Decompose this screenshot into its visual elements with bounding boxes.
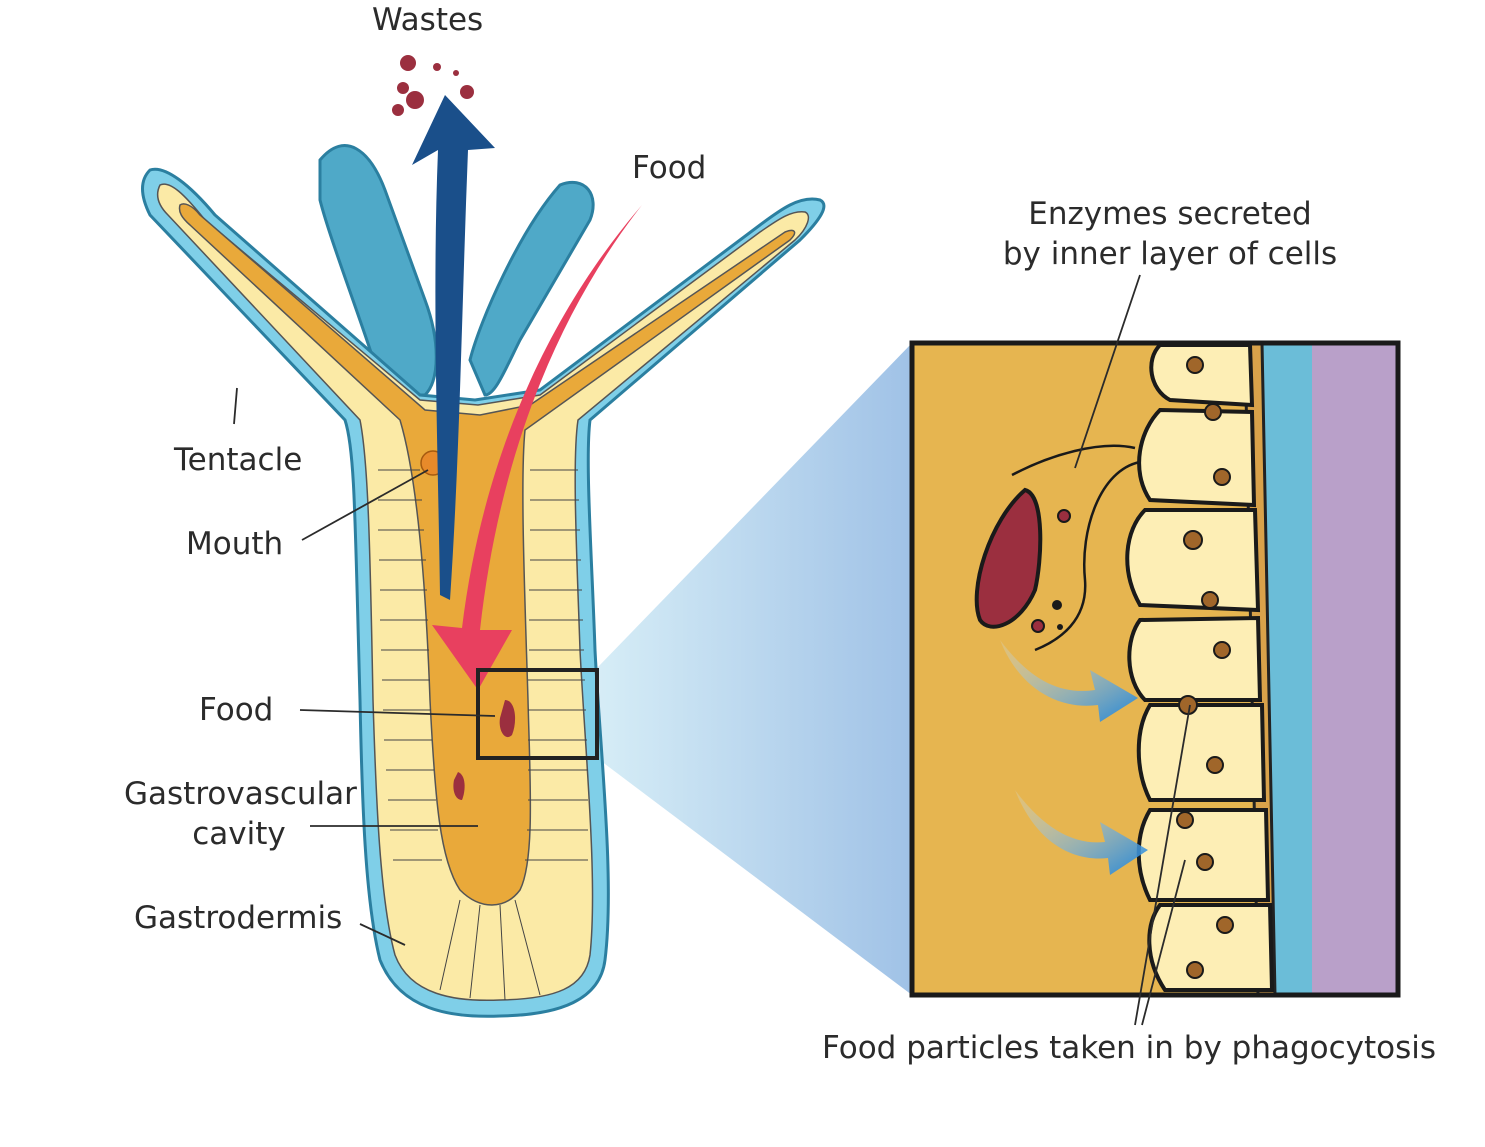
bud-tentacle-right — [468, 181, 595, 397]
phagocytosis-arrow-1 — [1000, 640, 1138, 722]
inset-detail-panel — [909, 340, 1401, 998]
label-food-inside: Food — [199, 692, 274, 728]
label-phagocytosis: Food particles taken in by phagocytosis — [822, 1030, 1437, 1066]
bud-tentacle-left — [318, 144, 438, 397]
label-gastrovascular-line1: Gastrovascular — [124, 776, 357, 812]
food-mass — [974, 487, 1043, 629]
label-enzymes-line1: Enzymes secreted — [1028, 196, 1312, 232]
enzyme-droplets — [1031, 509, 1071, 633]
food-particle-2 — [453, 772, 465, 800]
label-gastrovascular-cavity: Gastrovascular cavity — [124, 774, 357, 855]
label-tentacle: Tentacle — [174, 442, 303, 478]
enzyme-wave-lines — [1011, 444, 1141, 652]
label-food-top: Food — [632, 150, 707, 186]
zoom-wedge — [597, 343, 912, 995]
label-gastrovascular-line2: cavity — [192, 816, 286, 853]
label-enzymes-line2: by inner layer of cells — [1002, 236, 1338, 273]
zoom-region-box — [476, 668, 599, 760]
cell-nuclei — [1176, 356, 1234, 979]
label-enzymes: Enzymes secreted by inner layer of cells — [990, 194, 1350, 275]
label-mouth: Mouth — [186, 526, 284, 562]
wastes-arrow — [412, 95, 495, 600]
waste-particles — [392, 55, 474, 116]
phagocytosis-arrow-2 — [1015, 790, 1148, 875]
gastrodermis-cell-lines — [378, 469, 588, 1001]
gastrodermis-cells — [1125, 343, 1275, 992]
food-in-arrow — [432, 205, 642, 690]
food-particle — [499, 700, 516, 738]
label-gastrodermis: Gastrodermis — [134, 900, 343, 936]
label-wastes: Wastes — [372, 2, 484, 38]
leader-lines — [233, 274, 1191, 1026]
